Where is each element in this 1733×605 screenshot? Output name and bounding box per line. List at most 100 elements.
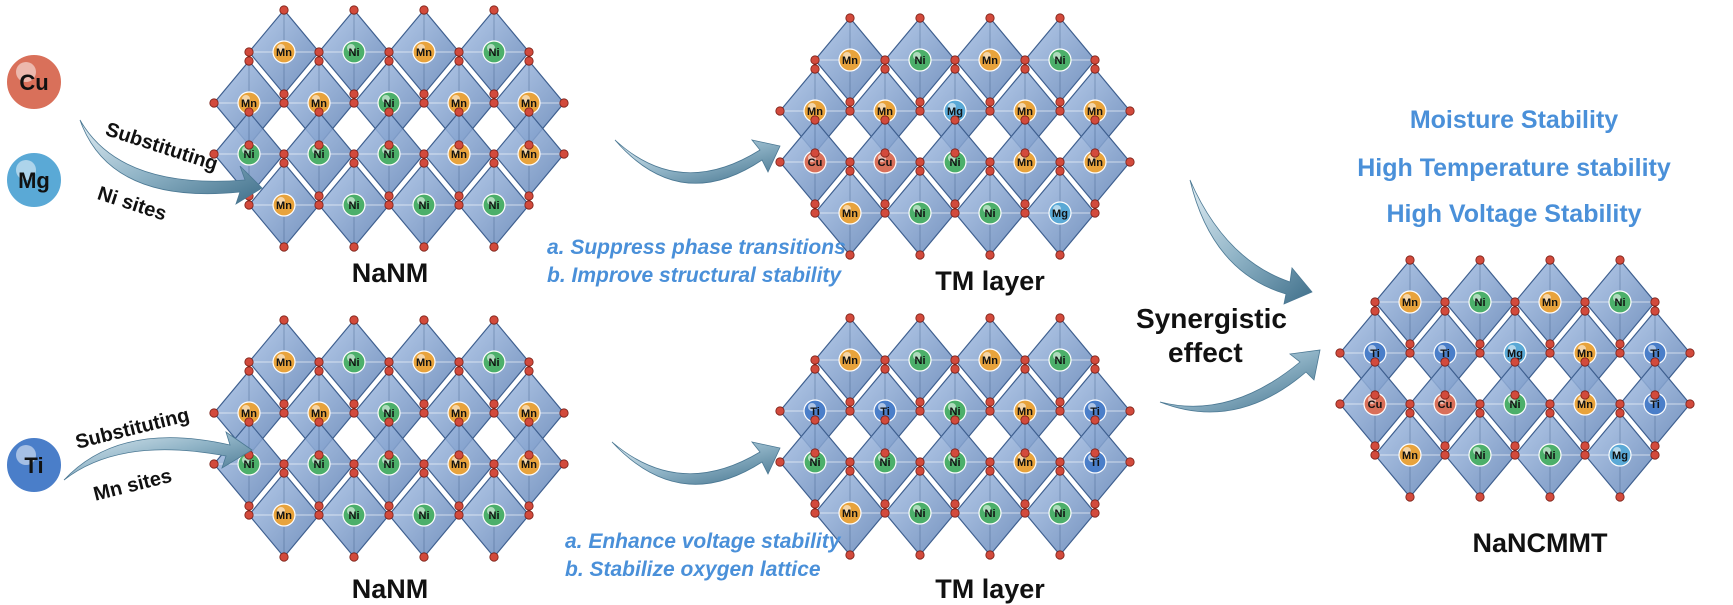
oxygen-atom: [1580, 297, 1590, 307]
oxygen-atom: [1370, 390, 1380, 400]
oxygen-atom: [209, 408, 219, 418]
oxygen-atom: [419, 98, 429, 108]
oxygen-atom: [810, 55, 820, 65]
cation-highlight: [1403, 294, 1411, 302]
synergy-label-line2: effect: [1168, 337, 1243, 368]
oxygen-atom: [1440, 306, 1450, 316]
oxygen-atom: [810, 364, 820, 374]
oxygen-atom: [845, 106, 855, 116]
cation-label: Mn: [842, 208, 858, 220]
oxygen-atom: [1650, 297, 1660, 307]
oxygen-atom: [1440, 297, 1450, 307]
dopant-label: Ti: [24, 453, 43, 478]
oxygen-atom: [1090, 199, 1100, 209]
oxygen-atom: [950, 55, 960, 65]
cation-label: Ni: [1055, 508, 1066, 520]
cation-highlight: [983, 52, 991, 60]
dopant-mg-sphere: Mg: [5, 151, 63, 209]
oxygen-atom: [1020, 115, 1030, 125]
oxygen-atom: [1055, 166, 1065, 176]
oxygen-atom: [950, 199, 960, 209]
oxygen-atom: [810, 499, 820, 509]
cation-highlight: [522, 95, 530, 103]
final-nancmmt-caption: NaNCMMT: [1472, 528, 1608, 558]
oxygen-atom: [1545, 255, 1555, 265]
oxygen-atom: [915, 313, 925, 323]
oxygen-atom: [1055, 550, 1065, 560]
property-high-temperature: High Temperature stability: [1357, 154, 1671, 182]
oxygen-atom: [489, 408, 499, 418]
oxygen-atom: [279, 5, 289, 15]
oxygen-atom: [314, 191, 324, 201]
property-high-voltage: High Voltage Stability: [1386, 200, 1642, 228]
cation-highlight: [1403, 447, 1411, 455]
oxygen-atom: [524, 56, 534, 66]
oxygen-atom: [349, 552, 359, 562]
oxygen-atom: [419, 399, 429, 409]
oxygen-atom: [1545, 492, 1555, 502]
cation-label: Cu: [1438, 399, 1453, 411]
cation-label: Ni: [1545, 450, 1556, 462]
oxygen-atom: [454, 450, 464, 460]
oxygen-atom: [1510, 297, 1520, 307]
oxygen-atom: [244, 510, 254, 520]
oxygen-atom: [454, 510, 464, 520]
cation-label: Ni: [489, 510, 500, 522]
cation-highlight: [843, 205, 851, 213]
oxygen-atom: [209, 98, 219, 108]
oxygen-atom: [314, 510, 324, 520]
cation-label: Cu: [878, 157, 893, 169]
oxygen-atom: [349, 459, 359, 469]
oxygen-atom: [454, 191, 464, 201]
oxygen-atom: [1580, 450, 1590, 460]
oxygen-atom: [950, 208, 960, 218]
oxygen-atom: [349, 468, 359, 478]
oxygen-atom: [1020, 448, 1030, 458]
cation-label: Ni: [950, 157, 961, 169]
oxygen-atom: [845, 313, 855, 323]
cation-label: Ti: [1440, 348, 1450, 360]
cation-label: Ni: [489, 357, 500, 369]
oxygen-atom: [845, 406, 855, 416]
cation-label: Ti: [880, 406, 890, 418]
oxygen-atom: [1405, 255, 1415, 265]
oxygen-atom: [244, 366, 254, 376]
oxygen-atom: [1370, 450, 1380, 460]
cation-highlight: [277, 354, 285, 362]
oxygen-atom: [915, 397, 925, 407]
cation-label: Ni: [349, 510, 360, 522]
oxygen-atom: [349, 242, 359, 252]
oxygen-atom: [384, 417, 394, 427]
oxygen-atom: [314, 501, 324, 511]
oxygen-atom: [1405, 399, 1415, 409]
oxygen-atom: [880, 499, 890, 509]
dopant-cu-sphere: Cu: [5, 53, 63, 111]
oxygen-atom: [950, 364, 960, 374]
oxygen-atom: [915, 550, 925, 560]
oxygen-atom: [1055, 13, 1065, 23]
oxygen-atom: [1370, 297, 1380, 307]
cation-label: Ni: [489, 200, 500, 212]
oxygen-atom: [1055, 106, 1065, 116]
oxygen-atom: [314, 200, 324, 210]
oxygen-atom: [1545, 339, 1555, 349]
oxygen-atom: [1545, 408, 1555, 418]
oxygen-atom: [489, 468, 499, 478]
cation-highlight: [312, 95, 320, 103]
cation-highlight: [452, 95, 460, 103]
oxygen-atom: [1440, 441, 1450, 451]
oxygen-atom: [1125, 457, 1135, 467]
cation-highlight: [347, 354, 355, 362]
cation-highlight: [1473, 447, 1481, 455]
oxygen-atom: [880, 199, 890, 209]
cation-label: Ni: [950, 457, 961, 469]
oxygen-atom: [1090, 115, 1100, 125]
cation-label: Ni: [419, 200, 430, 212]
oxygen-atom: [845, 97, 855, 107]
oxygen-atom: [1545, 348, 1555, 358]
oxygen-atom: [384, 191, 394, 201]
cation-label: Ni: [985, 508, 996, 520]
oxygen-atom: [845, 157, 855, 167]
oxygen-atom: [349, 5, 359, 15]
